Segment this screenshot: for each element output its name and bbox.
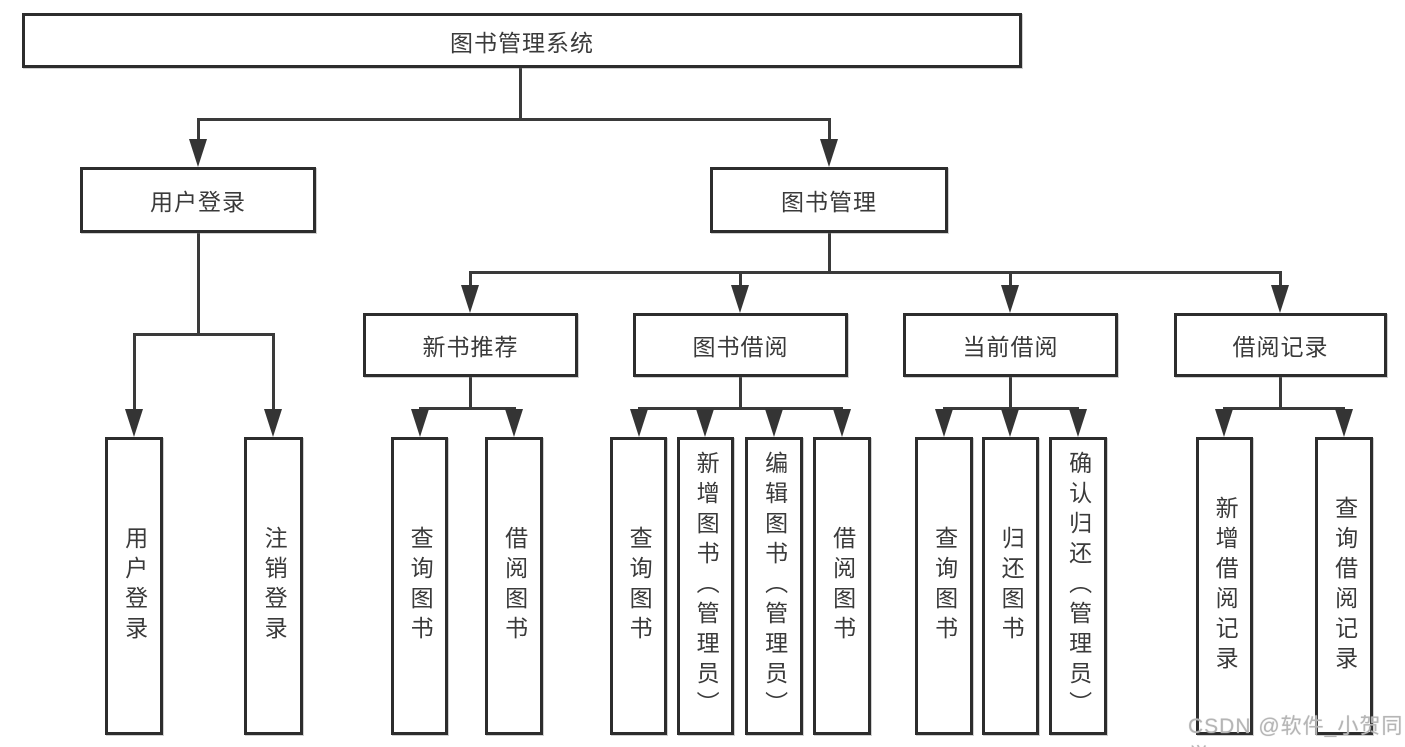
node-root: 图书管理系统 xyxy=(22,13,1022,68)
arrowhead-re-leaf2 xyxy=(1335,409,1353,437)
leaf-label: 归还图书 xyxy=(998,526,1025,646)
edge-to-leaf-login xyxy=(133,333,136,411)
leaf-label: 借阅图书 xyxy=(829,526,856,646)
arrowhead-bw-leaf2 xyxy=(696,409,714,437)
edge-to-new-book xyxy=(469,271,472,289)
edge-book-mgmt-bar xyxy=(469,271,1282,274)
leaf-label: 查询图书 xyxy=(931,526,958,646)
edge-borrow-bar xyxy=(638,407,843,410)
leaf-bw-borrow-book: 借阅图书 xyxy=(813,437,871,735)
arrowhead-leaf-logout xyxy=(264,409,282,437)
leaf-re-query-record: 查询借阅记录 xyxy=(1315,437,1373,735)
edge-user-login-bar xyxy=(133,333,274,336)
leaf-bw-add-book-admin: 新增图书（管理员） xyxy=(677,437,734,735)
leaf-cu-return-book: 归还图书 xyxy=(982,437,1039,735)
csdn-watermark: CSDN @软件_小贺同学 xyxy=(1188,715,1404,747)
arrowhead-leaf-login xyxy=(125,409,143,437)
arrowhead-cu-leaf1 xyxy=(935,409,953,437)
leaf-nb-borrow-book: 借阅图书 xyxy=(485,437,543,735)
leaf-label: 新增图书（管理员） xyxy=(693,451,720,721)
edge-to-borrow xyxy=(739,271,742,289)
arrowhead-nb-leaf1 xyxy=(411,409,429,437)
node-book-mgmt: 图书管理 xyxy=(710,167,948,233)
leaf-logout: 注销登录 xyxy=(244,437,303,735)
leaf-bw-query-book: 查询图书 xyxy=(610,437,667,735)
edge-to-current xyxy=(1009,271,1012,289)
arrowhead-nb-leaf2 xyxy=(505,409,523,437)
edge-new-book-bar xyxy=(419,407,516,410)
leaf-label: 查询图书 xyxy=(407,526,434,646)
leaf-label: 查询借阅记录 xyxy=(1331,496,1358,676)
leaf-bw-edit-book-admin: 编辑图书（管理员） xyxy=(745,437,803,735)
edge-new-book-stem xyxy=(469,377,472,410)
edge-user-login-stem xyxy=(197,233,200,336)
edge-current-bar xyxy=(943,407,1079,410)
arrowhead-re-leaf1 xyxy=(1215,409,1233,437)
edge-current-stem xyxy=(1009,377,1012,410)
leaf-label: 借阅图书 xyxy=(501,526,528,646)
arrowhead-book-mgmt xyxy=(820,139,838,167)
edge-to-records xyxy=(1279,271,1282,289)
leaf-user-login: 用户登录 xyxy=(105,437,163,735)
leaf-label: 查询图书 xyxy=(626,526,653,646)
edge-book-mgmt-stem xyxy=(828,233,831,273)
arrowhead-bw-leaf1 xyxy=(630,409,648,437)
node-borrow-records: 借阅记录 xyxy=(1174,313,1387,377)
leaf-label: 用户登录 xyxy=(121,526,148,646)
leaf-label: 确认归还（管理员） xyxy=(1065,451,1092,721)
edge-records-stem xyxy=(1279,377,1282,410)
node-user-login: 用户登录 xyxy=(80,167,316,233)
arrowhead-current xyxy=(1001,285,1019,313)
arrowhead-cu-leaf2 xyxy=(1001,409,1019,437)
node-new-book-rec: 新书推荐 xyxy=(363,313,578,377)
arrowhead-records xyxy=(1271,285,1289,313)
edge-records-bar xyxy=(1223,407,1345,410)
edge-root-to-user-login xyxy=(197,118,200,142)
arrowhead-cu-leaf3 xyxy=(1069,409,1087,437)
leaf-cu-confirm-return-admin: 确认归还（管理员） xyxy=(1049,437,1107,735)
edge-borrow-stem xyxy=(739,377,742,410)
arrowhead-borrow xyxy=(731,285,749,313)
arrowhead-bw-leaf4 xyxy=(833,409,851,437)
edge-root-stem xyxy=(519,68,522,120)
arrowhead-user-login xyxy=(189,139,207,167)
leaf-re-add-record: 新增借阅记录 xyxy=(1196,437,1253,735)
leaf-nb-query-book: 查询图书 xyxy=(391,437,448,735)
arrowhead-bw-leaf3 xyxy=(765,409,783,437)
edge-to-leaf-logout xyxy=(272,333,275,411)
leaf-label: 注销登录 xyxy=(261,526,288,646)
leaf-label: 编辑图书（管理员） xyxy=(761,451,788,721)
leaf-cu-query-book: 查询图书 xyxy=(915,437,973,735)
node-book-borrow: 图书借阅 xyxy=(633,313,848,377)
edge-root-to-book-mgmt xyxy=(828,118,831,142)
leaf-label: 新增借阅记录 xyxy=(1212,496,1239,676)
node-current-borrow: 当前借阅 xyxy=(903,313,1118,377)
edge-root-bar xyxy=(197,118,831,121)
arrowhead-new-book xyxy=(461,285,479,313)
